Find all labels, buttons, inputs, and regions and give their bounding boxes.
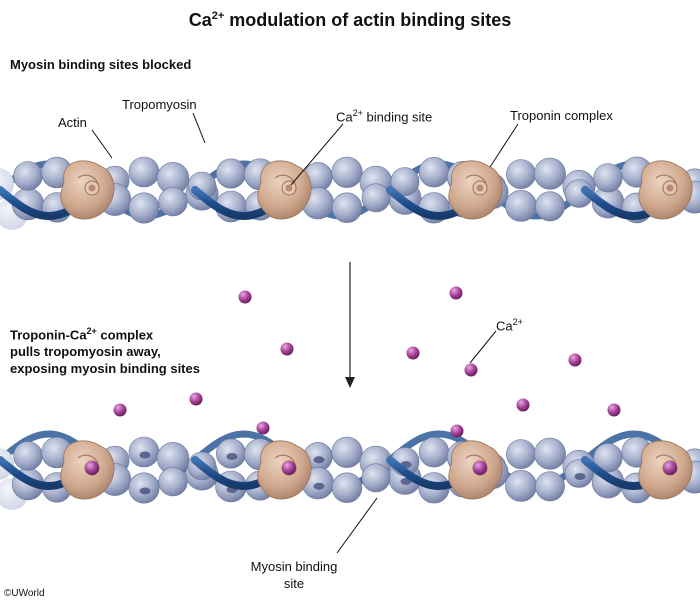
troponin-complex	[448, 440, 503, 500]
calcium-ion	[568, 353, 582, 367]
actin-bead	[158, 187, 188, 217]
transition-arrow	[345, 262, 355, 388]
actin-leader	[91, 129, 113, 159]
calcium-ion	[280, 342, 294, 356]
troponin-complex	[638, 160, 693, 220]
actin-bead	[331, 472, 363, 503]
actin-bead	[216, 158, 247, 189]
ca-ion-leader	[469, 330, 497, 364]
calcium-ion	[238, 290, 252, 304]
actin-bead	[331, 192, 363, 223]
bound-calcium-ion	[663, 461, 677, 475]
top-filament	[0, 156, 700, 230]
tropomyosin-leader	[192, 112, 206, 144]
actin-bead	[506, 439, 536, 470]
top-panel-heading: Myosin binding sites blocked	[10, 57, 192, 72]
troponin-complex-label: Troponin complex	[510, 108, 613, 123]
actin-bead	[535, 471, 565, 502]
myosin-binding-site	[313, 456, 325, 464]
tropomyosin-label: Tropomyosin	[122, 97, 197, 112]
actin-bead	[128, 156, 160, 188]
calcium-ion	[449, 286, 463, 300]
actin-bead	[331, 436, 363, 468]
myosin-binding-site-label: Myosin binding site	[250, 559, 338, 591]
bottom-heading-line-3: exposing myosin binding sites	[10, 361, 200, 377]
actin-bead	[13, 441, 43, 471]
ca-binding-site-label: Ca2+ binding site	[336, 108, 433, 125]
calcium-ion	[450, 424, 464, 438]
actin-bead	[158, 467, 188, 497]
bound-calcium-ion	[85, 461, 99, 475]
troponin-complex	[638, 440, 693, 500]
bound-calcium-ion	[282, 461, 296, 475]
ca-ion-label: Ca2+	[496, 317, 523, 334]
bottom-heading-line-1: Troponin-Ca2+ complex	[10, 326, 154, 343]
bottom-panel-heading: Troponin-Ca2+ complex pulls tropomyosin …	[10, 323, 200, 377]
actin-bead	[593, 443, 623, 473]
actin-bead	[593, 163, 623, 193]
actin-bead	[535, 191, 565, 222]
myosin-binding-site	[574, 473, 586, 480]
myosin-binding-site	[400, 477, 412, 485]
myosin-binding-site	[139, 451, 151, 459]
leader-lines	[91, 112, 519, 554]
actin-bead	[534, 437, 566, 470]
actin-bead	[418, 437, 450, 468]
troponin-complex	[257, 160, 312, 220]
calcium-ion	[516, 398, 530, 412]
ca-binding-pocket-inner	[666, 184, 674, 192]
top-troponin-complexes	[60, 160, 693, 220]
troponin-complex	[257, 440, 312, 500]
calcium-ion	[406, 346, 420, 360]
actin-bead	[331, 156, 363, 188]
actin-bead	[390, 167, 420, 197]
troponin-complex	[448, 160, 503, 220]
troponin-complex	[60, 440, 115, 500]
free-calcium-ions	[113, 286, 621, 438]
bottom-heading-line-2: pulls tropomyosin away,	[10, 344, 161, 360]
ca-binding-site-leader	[290, 123, 344, 186]
actin-label: Actin	[58, 115, 87, 130]
calcium-ion	[189, 392, 203, 406]
calcium-ion	[464, 363, 478, 377]
bound-calcium-ion	[473, 461, 487, 475]
myosin-binding-site	[139, 487, 151, 495]
calcium-ion	[113, 403, 127, 417]
actin-bead	[505, 469, 537, 502]
actin-bead	[534, 157, 566, 190]
myosin-binding-site	[313, 482, 325, 490]
myosin-binding-site-leader	[336, 497, 378, 554]
troponin-complex	[60, 160, 115, 220]
ca-binding-pocket-inner	[88, 184, 96, 192]
actin-bead	[418, 157, 450, 188]
calcium-ion	[607, 403, 621, 417]
diagram-title: Ca2+ modulation of actin binding sites	[188, 10, 512, 30]
bottom-troponin-complexes	[60, 440, 693, 500]
actin-bead	[13, 161, 43, 191]
copyright-notice: ©UWorld	[4, 588, 45, 599]
actin-bead	[506, 159, 536, 190]
bottom-filament	[0, 430, 700, 510]
calcium-ion	[256, 421, 270, 435]
actin-bead	[361, 183, 391, 213]
ca-binding-pocket-inner	[476, 184, 484, 192]
actin-bead	[361, 463, 391, 493]
actin-bead	[128, 192, 160, 224]
myosin-binding-site	[226, 453, 238, 460]
actin-bead	[505, 189, 537, 222]
ca-binding-pocket-inner	[285, 184, 293, 192]
troponin-complex-leader	[489, 123, 519, 168]
